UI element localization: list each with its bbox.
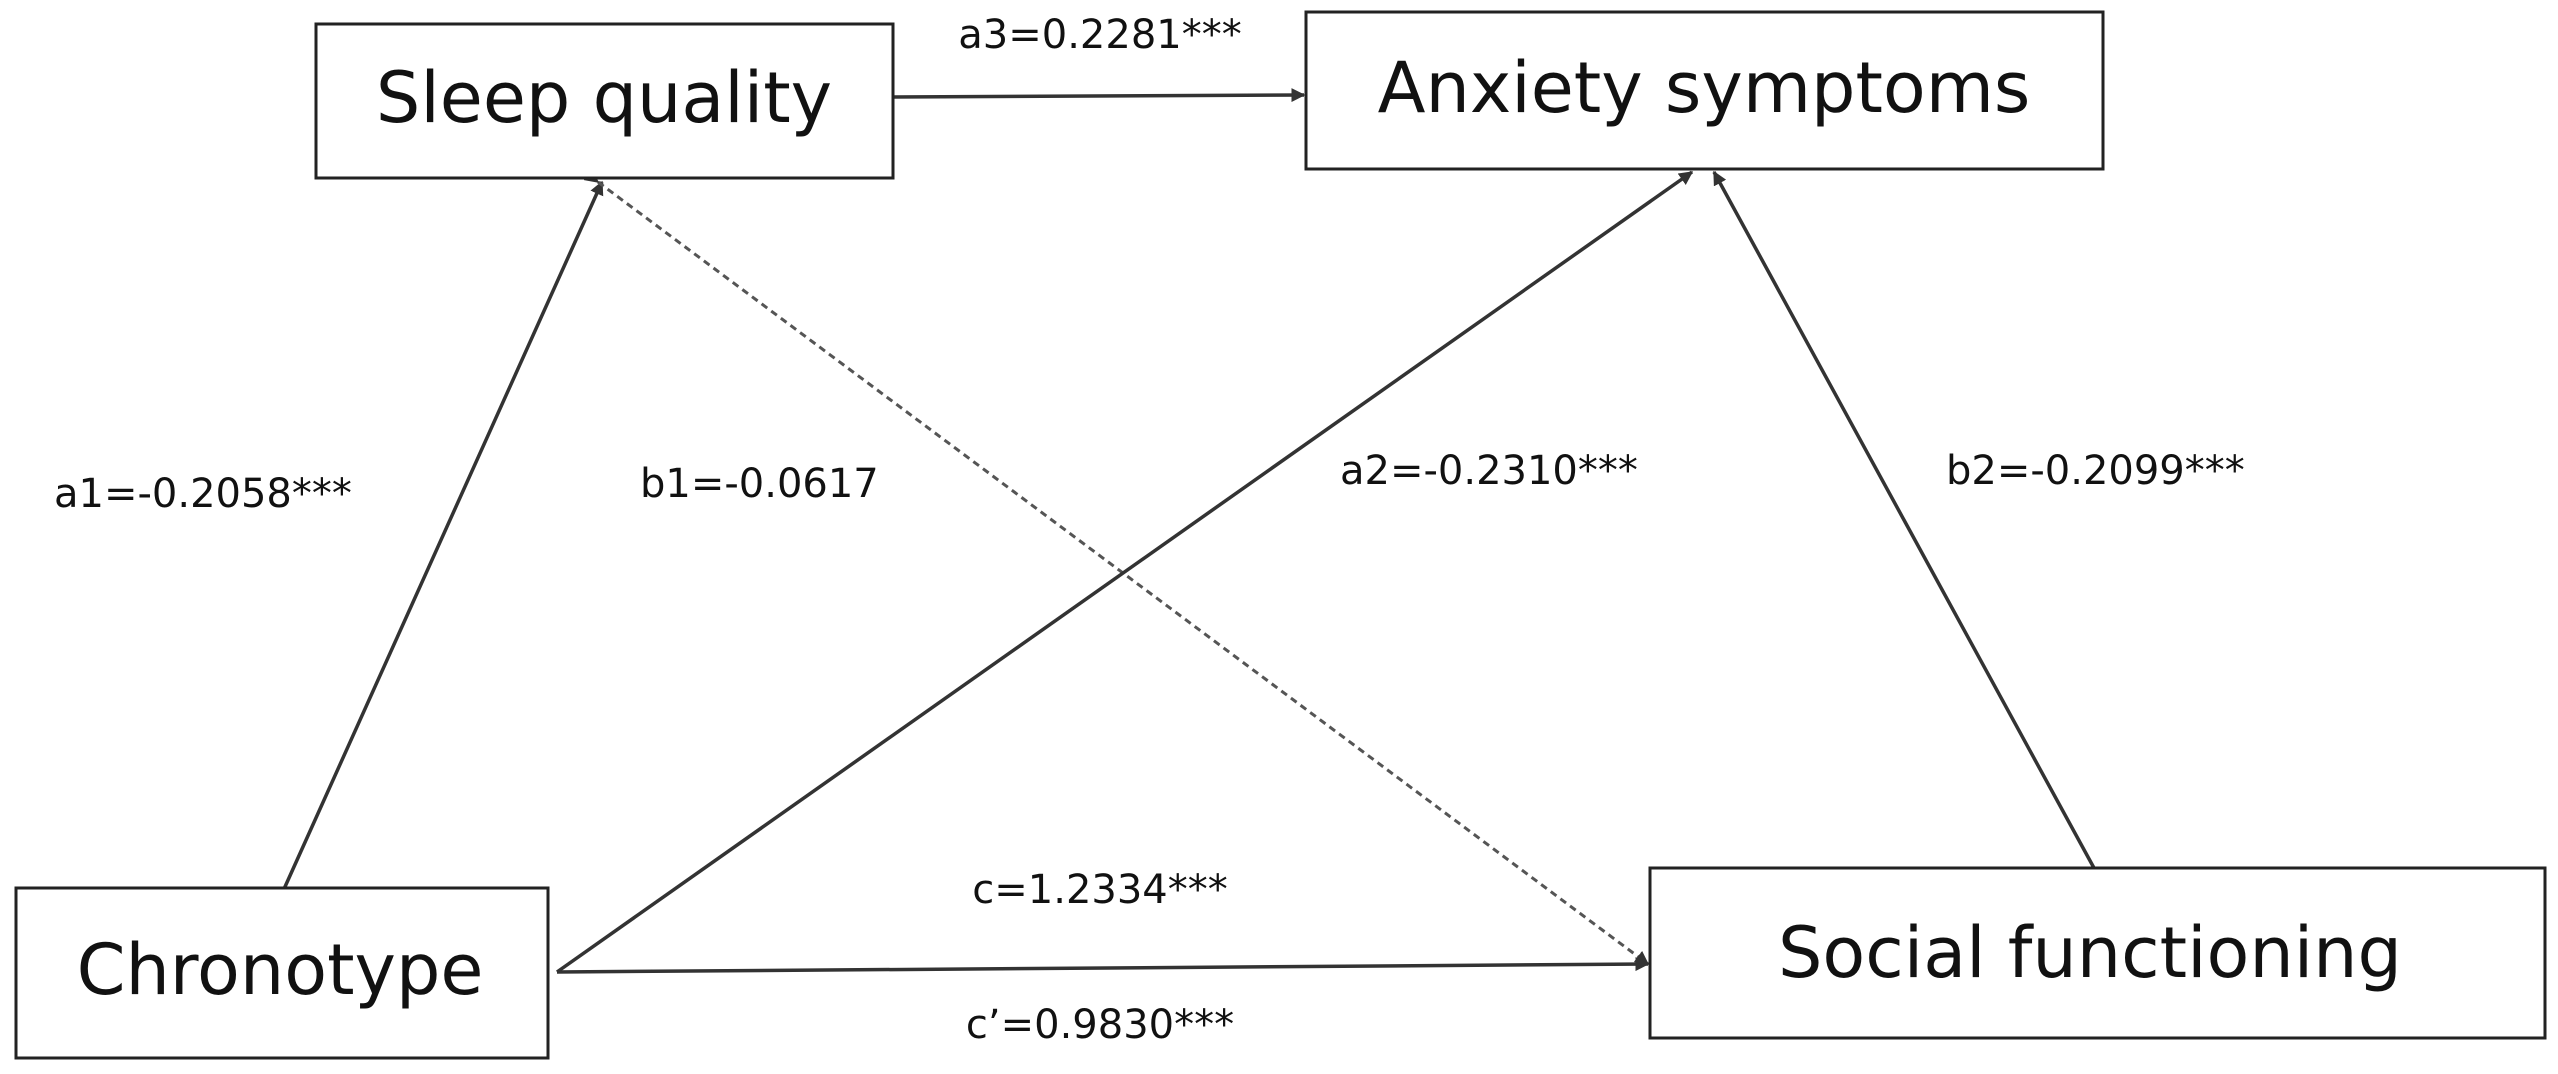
- node-social-functioning: Social functioning: [1648, 866, 2547, 1040]
- path-b2-arrow: [1712, 170, 2096, 869]
- path-c-arrow: [556, 957, 1650, 974]
- label-c-prime: c’=0.9830***: [966, 1002, 1234, 1048]
- label-a2: a2=-0.2310***: [1340, 448, 1638, 494]
- node-chronotype: Chronotype: [14, 886, 550, 1060]
- label-b2: b2=-0.2099***: [1946, 448, 2245, 494]
- label-b1: b1=-0.0617: [640, 461, 879, 507]
- label-a1: a1=-0.2058***: [54, 471, 352, 517]
- label-c: c=1.2334***: [972, 867, 1227, 913]
- node-social-functioning-label: Social functioning: [1778, 912, 2402, 994]
- node-anxiety-symptoms: Anxiety symptoms: [1304, 10, 2105, 171]
- path-a3-arrow: [892, 88, 1306, 103]
- node-sleep-quality-label: Sleep quality: [376, 57, 832, 139]
- node-chronotype-label: Chronotype: [77, 929, 484, 1011]
- node-anxiety-symptoms-label: Anxiety symptoms: [1378, 47, 2031, 129]
- path-a1-arrow: [282, 180, 604, 890]
- path-a2-arrow: [555, 170, 1694, 974]
- label-a3: a3=0.2281***: [958, 12, 1241, 58]
- node-sleep-quality: Sleep quality: [314, 22, 895, 180]
